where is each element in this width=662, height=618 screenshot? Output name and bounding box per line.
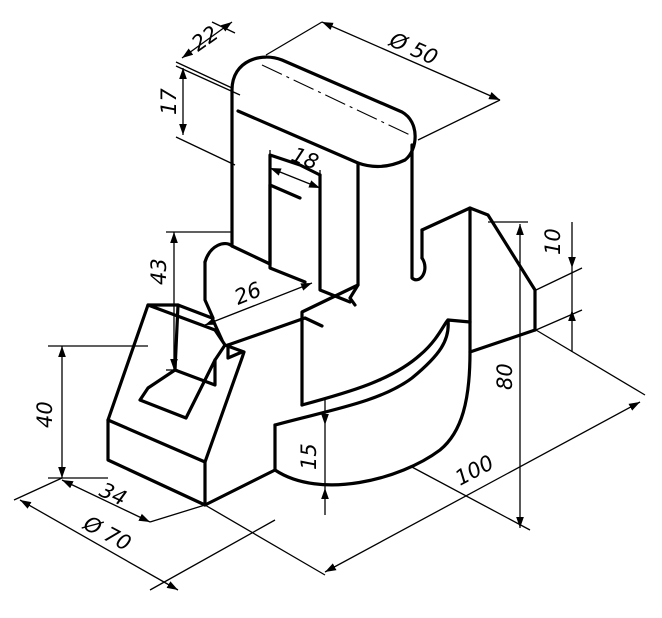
boss-top-curve bbox=[273, 318, 472, 427]
u-block-outer-edge bbox=[106, 303, 246, 464]
part-outline bbox=[106, 55, 537, 507]
dim-100: 100 bbox=[451, 450, 498, 490]
column-top-face bbox=[230, 55, 417, 168]
centerlines bbox=[261, 64, 411, 136]
dim-40: 40 bbox=[33, 401, 57, 428]
dimension-lines bbox=[13, 21, 646, 591]
dim-80: 80 bbox=[493, 363, 517, 390]
wing-bottom bbox=[468, 320, 537, 354]
wing-top bbox=[420, 206, 537, 332]
dim-18: 18 bbox=[288, 142, 322, 174]
shoulder-curve bbox=[203, 241, 234, 264]
crossbar-front bbox=[226, 343, 244, 360]
dim-26: 26 bbox=[231, 277, 265, 309]
column-centerline bbox=[261, 64, 411, 136]
u-block-inner-back bbox=[176, 303, 224, 342]
dim-43: 43 bbox=[147, 258, 171, 285]
column-front-right bbox=[348, 161, 360, 307]
dim-10: 10 bbox=[541, 228, 565, 255]
crossbar-top bbox=[226, 316, 324, 347]
boss-arc bbox=[300, 318, 450, 407]
slot-floor-edge bbox=[173, 358, 217, 387]
dim-15: 15 bbox=[297, 443, 321, 470]
dim-phi-50: Ø 50 bbox=[385, 27, 441, 70]
column-slot-left bbox=[268, 183, 307, 284]
column-left-edge bbox=[230, 88, 302, 266]
column-slot-right bbox=[318, 173, 352, 304]
dim-34: 34 bbox=[96, 478, 130, 511]
dim-17: 17 bbox=[157, 88, 181, 115]
column-right-edge bbox=[410, 143, 427, 282]
base-bottom-edge bbox=[203, 468, 277, 507]
shoulder-edge bbox=[203, 260, 215, 320]
